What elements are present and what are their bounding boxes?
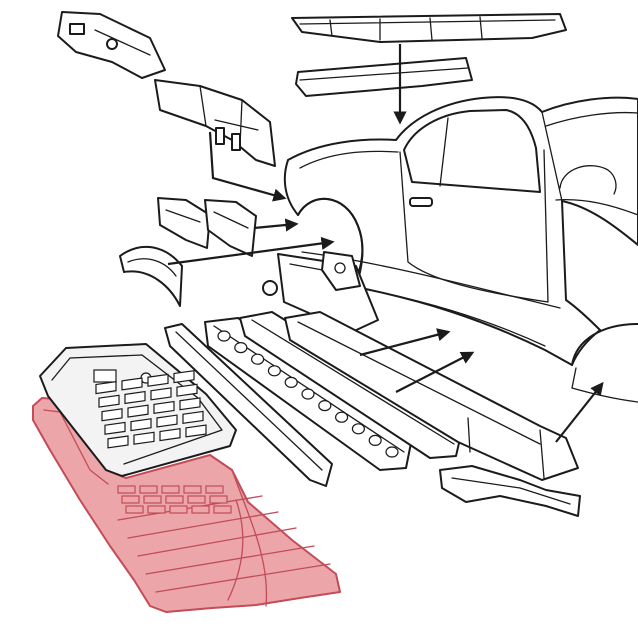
floor-pan-rib-1 — [117, 495, 263, 521]
jack-point-bracket — [321, 251, 361, 291]
front-floor-bracket — [439, 465, 581, 517]
windshield-frame — [545, 111, 638, 127]
floor-plate-cell — [133, 431, 155, 445]
front-lower-body — [571, 367, 638, 403]
sill-strip-hole — [217, 330, 231, 342]
floor-pan-rib-2 — [127, 511, 279, 539]
floor-plate-cell — [130, 418, 152, 432]
floor-pan-cell — [121, 495, 140, 504]
floor-plate-cell — [173, 370, 195, 384]
side-window — [403, 109, 541, 193]
sill-strip-hole — [234, 342, 248, 354]
car-body — [283, 96, 638, 403]
floor-pan-cell — [161, 485, 180, 494]
sill-strip-hole — [267, 365, 281, 377]
sill-strip-outer — [284, 311, 579, 481]
window-divider — [439, 117, 449, 187]
floor-pan-cell — [139, 485, 158, 494]
floor-plate-cell — [153, 400, 175, 415]
sill-strip-hole — [351, 423, 365, 435]
floor-plate-cell — [159, 428, 181, 442]
floor-plate-rim — [51, 354, 223, 465]
roof-panel — [291, 13, 567, 43]
rear-fender-line — [299, 150, 399, 169]
floor-plate-cell — [121, 377, 143, 391]
floor-pan-cell — [147, 505, 166, 514]
floor-plate-cell — [104, 421, 126, 435]
rear-quarter-inner-panel — [154, 79, 276, 167]
floor-pan-cell — [205, 485, 224, 494]
wheel-housing-section-a — [157, 197, 211, 249]
floor-plate-cell — [185, 424, 207, 438]
wheel-housing-section-b — [204, 199, 257, 257]
sill-strip-hole — [318, 400, 332, 412]
front-bracket-arrow — [555, 381, 604, 443]
a-pillar — [541, 111, 563, 202]
floor-plate-cell — [95, 381, 117, 395]
sill-strip-hole — [251, 353, 265, 365]
floor-plate-cell — [179, 397, 201, 411]
floor-pan-cell — [169, 505, 188, 514]
sill-strip-inner — [164, 323, 333, 487]
steering-wheel — [559, 165, 617, 195]
floor-pan-rib-4 — [145, 545, 315, 575]
dashboard-line — [555, 199, 638, 216]
floor-pan-cell — [187, 495, 206, 504]
floor-pan-cell — [165, 495, 184, 504]
quarter-panel-arrow — [208, 131, 287, 202]
floor-plate-cell — [150, 387, 172, 401]
floor-pan-cell — [213, 505, 232, 514]
floor-pan-cell — [117, 485, 136, 494]
floor-plate-cell — [176, 383, 198, 397]
floor-pan-rib-5 — [155, 563, 331, 593]
sill-arrow-lower — [395, 351, 475, 393]
rear-wheel-arch — [297, 198, 364, 285]
wheel-housing-arrow — [253, 218, 299, 232]
floor-plate-cell — [182, 410, 204, 424]
floor-pan-curve — [227, 499, 244, 601]
sill-strip-perforated — [204, 317, 413, 471]
wheel-arch-arrow — [167, 236, 335, 266]
rear-inner-panel — [57, 11, 166, 79]
roof-header-rail — [295, 57, 473, 97]
floor-plate-cell — [147, 373, 169, 387]
floor-pan-cell — [143, 495, 162, 504]
sill-strip-hole — [301, 388, 315, 400]
sill-strip-hole — [284, 376, 298, 388]
floor-pan-cell — [191, 505, 210, 514]
sill-strip-hole — [385, 446, 399, 458]
floor-pan-rib-3 — [137, 527, 297, 557]
wheel-arch-trim — [119, 246, 183, 307]
floor-pan-cell — [183, 485, 202, 494]
floor-plate-cell — [107, 435, 129, 449]
rocker-line — [355, 286, 546, 347]
sill-strip-hole — [335, 411, 349, 423]
floor-pan-edge — [43, 409, 109, 485]
floor-plate-cell — [101, 408, 123, 422]
sill-strip-hole — [368, 434, 382, 446]
floor-plate-cell — [127, 404, 149, 418]
floor-plate-cell — [156, 414, 178, 428]
floor-pan-cell — [209, 495, 228, 504]
floor-plate-front — [39, 343, 237, 477]
door-outline — [399, 149, 549, 303]
floor-plate-cell — [124, 390, 146, 405]
front-wheel-arch — [571, 323, 638, 366]
floor-plate-opening — [93, 369, 117, 383]
floor-pan-cell — [125, 505, 144, 514]
sill-strip-middle — [239, 311, 463, 459]
floor-plate-cell — [98, 394, 120, 408]
door-handle — [409, 197, 433, 207]
sill-arrow-upper — [359, 328, 451, 357]
floor-pan-highlighted — [32, 397, 341, 613]
floor-pan-tunnel-edge — [231, 469, 268, 607]
